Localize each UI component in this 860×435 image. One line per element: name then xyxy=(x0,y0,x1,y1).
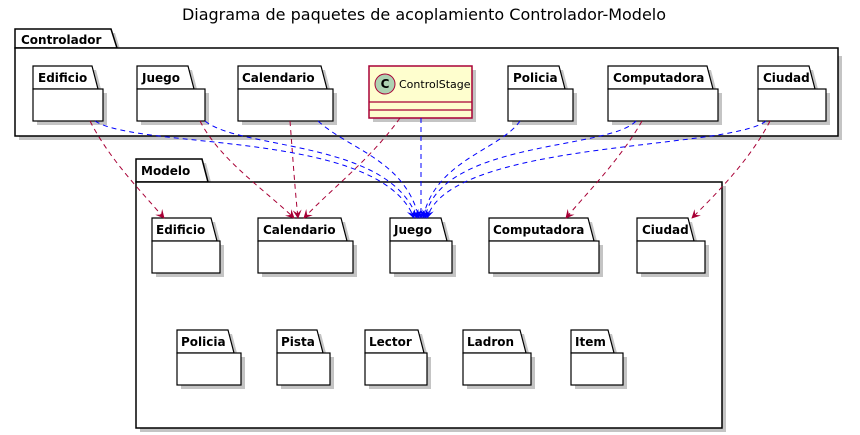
model-edificio-label: Edificio xyxy=(156,223,205,237)
model-computadora-label: Computadora xyxy=(493,223,584,237)
dep-ciudad-to-model-ciudad xyxy=(691,120,771,219)
model-juego-package: Juego xyxy=(389,217,456,277)
modelo-package: Modelo xyxy=(135,158,726,432)
model-pista-package: Pista xyxy=(276,329,334,389)
dep-controlstage-to-model-calendario xyxy=(303,117,401,219)
control-stage-class: C ControlStage xyxy=(368,65,476,122)
ctrl-policia-label: Policia xyxy=(513,71,558,85)
dep-juego-to-model-calendario xyxy=(199,120,295,219)
model-pista-label: Pista xyxy=(281,335,315,349)
model-lector-package: Lector xyxy=(364,329,431,389)
model-ciudad-package: Ciudad xyxy=(636,217,709,277)
dep-computadora-to-model-computadora xyxy=(565,120,643,219)
dep-ciudad-to-model-juego xyxy=(425,120,767,219)
controlador-package-label: Controlador xyxy=(21,33,102,47)
ctrl-calendario-package: Calendario xyxy=(237,65,337,125)
dep-calendario-to-model-calendario xyxy=(289,120,302,219)
ctrl-juego-package: Juego xyxy=(136,65,209,125)
model-computadora-package: Computadora xyxy=(488,217,603,277)
control-stage-name: ControlStage xyxy=(399,78,471,91)
ctrl-juego-label: Juego xyxy=(141,71,180,85)
dep-juego-to-model-juego xyxy=(204,120,419,219)
model-edificio-package: Edificio xyxy=(151,217,224,277)
model-lector-label: Lector xyxy=(369,335,412,349)
model-policia-label: Policia xyxy=(181,335,226,349)
dep-computadora-to-model-juego xyxy=(422,120,637,219)
ctrl-computadora-label: Computadora xyxy=(613,71,704,85)
ctrl-edificio-package: Edificio xyxy=(32,65,107,125)
model-ladron-package: Ladron xyxy=(462,329,535,389)
model-item-package: Item xyxy=(570,329,627,389)
modelo-package-label: Modelo xyxy=(141,164,190,178)
model-calendario-label: Calendario xyxy=(263,223,336,237)
ctrl-edificio-label: Edificio xyxy=(38,71,87,85)
model-juego-label: Juego xyxy=(393,223,432,237)
ctrl-ciudad-package: Ciudad xyxy=(757,65,830,125)
dep-edificio-to-model-juego xyxy=(94,120,416,219)
model-ladron-label: Ladron xyxy=(467,335,514,349)
class-c-badge-icon xyxy=(374,73,396,95)
ctrl-ciudad-label: Ciudad xyxy=(763,71,810,85)
class-badge-letter: C xyxy=(381,77,390,91)
model-policia-package: Policia xyxy=(176,329,245,389)
model-calendario-package: Calendario xyxy=(257,217,357,277)
ctrl-computadora-package: Computadora xyxy=(607,65,722,125)
model-item-label: Item xyxy=(575,335,606,349)
ctrl-policia-package: Policia xyxy=(507,65,577,125)
ctrl-calendario-label: Calendario xyxy=(242,71,315,85)
dep-edificio-to-model-edificio xyxy=(89,120,165,219)
diagram-title: Diagrama de paquetes de acoplamiento Con… xyxy=(182,5,666,24)
dep-policia-to-model-juego xyxy=(420,120,521,219)
model-ciudad-label: Ciudad xyxy=(642,223,689,237)
